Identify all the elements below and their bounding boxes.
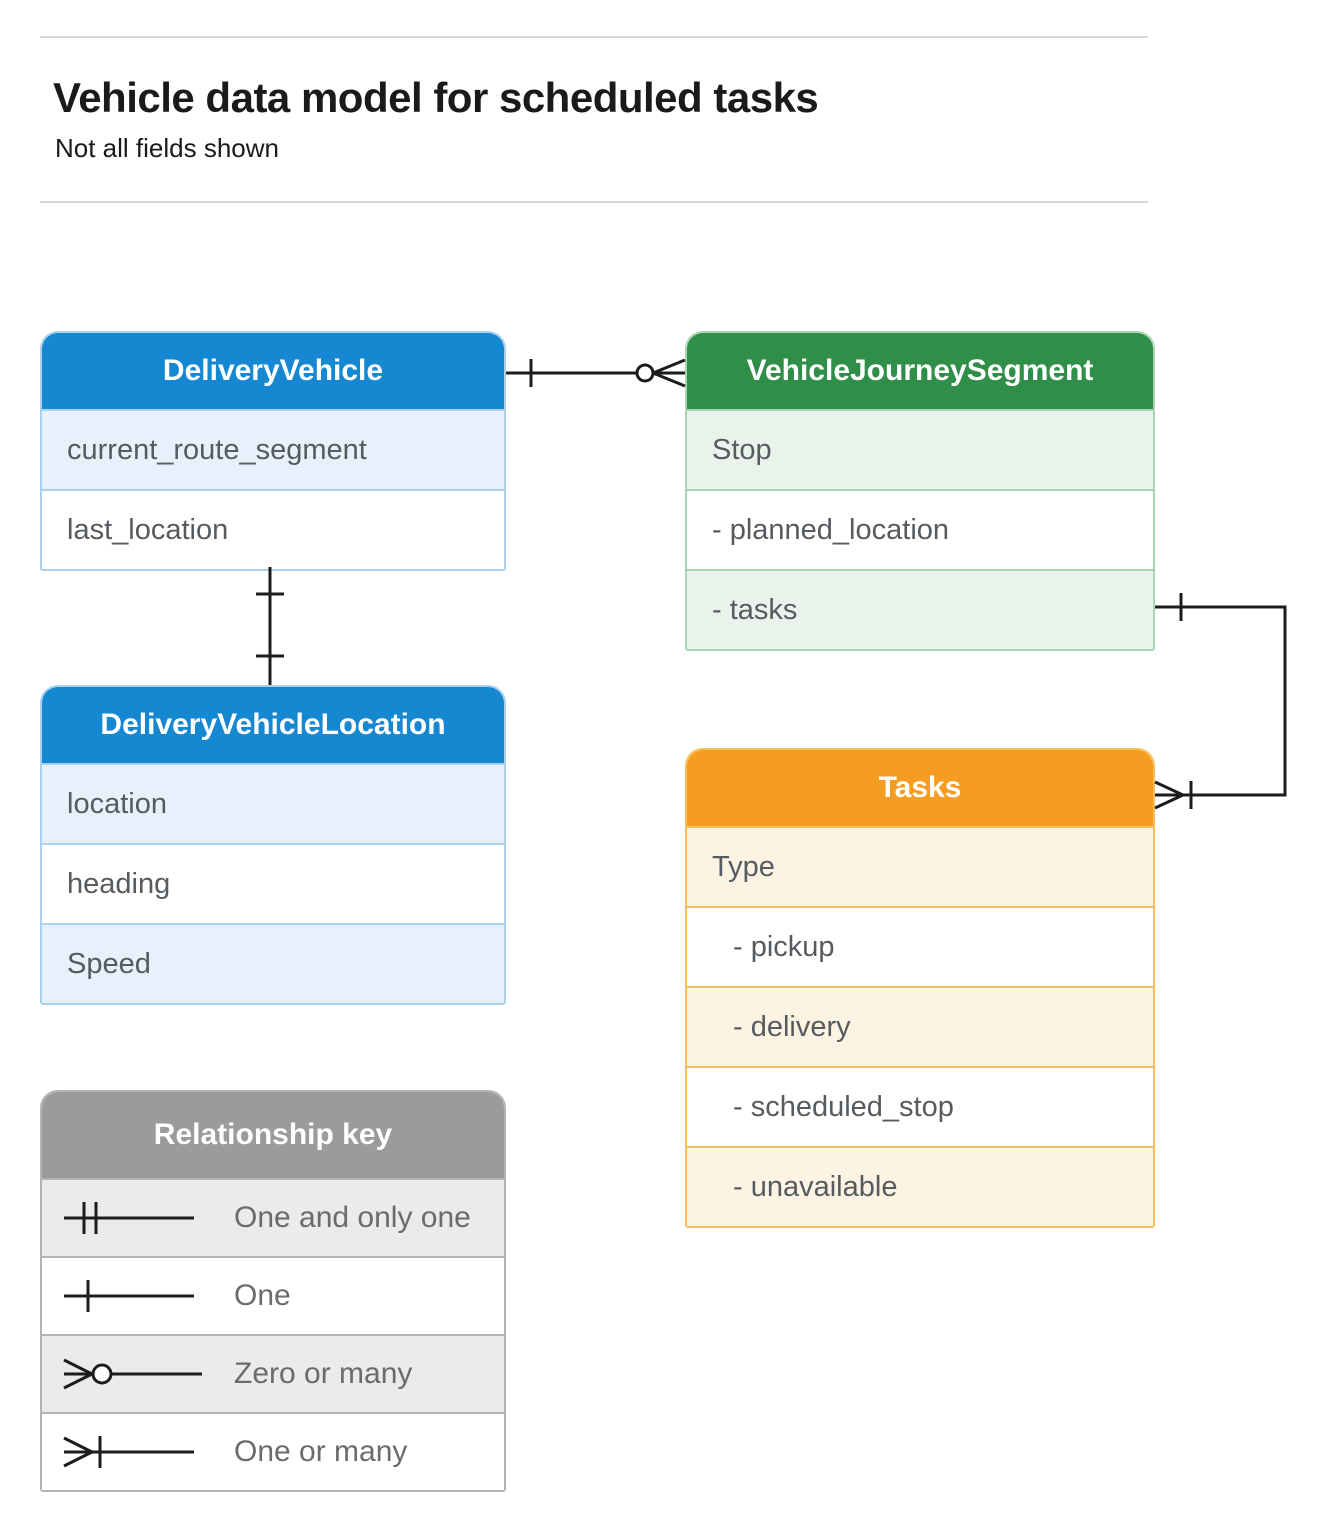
entity-delivery-vehicle-location: DeliveryVehicleLocation location heading… (40, 685, 506, 1005)
one-and-only-one-icon (64, 1202, 194, 1234)
field-row: Stop (687, 409, 1153, 489)
legend-label: One (234, 1279, 291, 1312)
one-or-many-icon (63, 1436, 194, 1468)
page-title: Vehicle data model for scheduled tasks (53, 74, 819, 121)
field-row: - planned_location (687, 489, 1153, 569)
legend-label: Zero or many (234, 1357, 413, 1390)
connector-deliveryvehicle-deliveryvehiclelocation (256, 567, 284, 685)
legend-row: One (42, 1256, 504, 1334)
page-subtitle: Not all fields shown (55, 133, 279, 163)
field-row: location (42, 763, 504, 843)
entity-delivery-vehicle: DeliveryVehicle current_route_segment la… (40, 331, 506, 571)
legend-header: Relationship key (42, 1092, 504, 1178)
entity-tasks: Tasks Type - pickup - delivery - schedul… (685, 748, 1155, 1228)
legend-row: Zero or many (42, 1334, 504, 1412)
field-row: - unavailable (687, 1146, 1153, 1226)
legend-label: One or many (234, 1435, 408, 1468)
connector-vehiclejourneysegment-tasks (1154, 593, 1287, 810)
legend-label: One and only one (234, 1201, 471, 1234)
field-row: heading (42, 843, 504, 923)
relationship-key: Relationship key One and only one One Ze… (40, 1090, 506, 1492)
zero-or-many-icon (63, 1358, 202, 1390)
one-icon (64, 1280, 194, 1312)
entity-header: Tasks (687, 750, 1153, 826)
field-row: - tasks (687, 569, 1153, 649)
legend-row: One and only one (42, 1178, 504, 1256)
field-row: last_location (42, 489, 504, 569)
top-divider (40, 36, 1148, 38)
field-row: - scheduled_stop (687, 1066, 1153, 1146)
entity-header: DeliveryVehicleLocation (42, 687, 504, 763)
entity-vehicle-journey-segment: VehicleJourneySegment Stop - planned_loc… (685, 331, 1155, 651)
field-row: - delivery (687, 986, 1153, 1066)
field-row: current_route_segment (42, 409, 504, 489)
field-row: Speed (42, 923, 504, 1003)
connector-deliveryvehicle-vehiclejourneysegment (506, 358, 686, 388)
entity-header: VehicleJourneySegment (687, 333, 1153, 409)
entity-header: DeliveryVehicle (42, 333, 504, 409)
field-row: - pickup (687, 906, 1153, 986)
field-row: Type (687, 826, 1153, 906)
legend-row: One or many (42, 1412, 504, 1490)
header-divider (40, 201, 1148, 203)
